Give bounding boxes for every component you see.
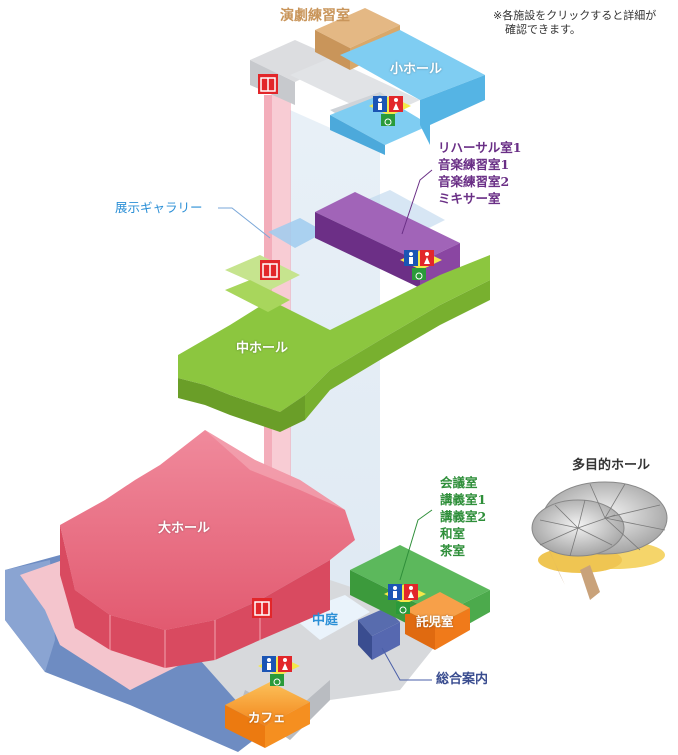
rehearsal-list: リハーサル室1 音楽練習室1 音楽練習室2 ミキサー室 bbox=[438, 140, 521, 208]
tea-room-link[interactable]: 茶室 bbox=[440, 542, 466, 558]
wheelchair-icon bbox=[396, 602, 410, 614]
leader-lines bbox=[218, 207, 271, 239]
wheelchair-icon bbox=[412, 268, 426, 280]
small-hall[interactable] bbox=[330, 30, 485, 155]
courtyard-label[interactable]: 中庭 bbox=[312, 613, 339, 628]
restroom-icon[interactable] bbox=[400, 250, 442, 280]
elevator-icon[interactable] bbox=[258, 74, 278, 94]
cafe[interactable] bbox=[225, 682, 310, 748]
instruction-line-1: ※各施設をクリックすると詳細が bbox=[493, 9, 657, 22]
lecture-room-1-link[interactable]: 講義室1 bbox=[440, 491, 487, 507]
dome-icon bbox=[531, 481, 668, 557]
large-hall-label[interactable]: 大ホール bbox=[158, 521, 211, 536]
instruction-note: ※各施設をクリックすると詳細が 確認できます。 bbox=[493, 9, 656, 38]
small-hall-label[interactable]: 小ホール bbox=[390, 62, 443, 77]
music-practice-room-2-link[interactable]: 音楽練習室2 bbox=[438, 173, 510, 189]
middle-hall-label[interactable]: 中ホール bbox=[236, 341, 289, 356]
multipurpose-hall-label[interactable]: 多目的ホール bbox=[572, 458, 651, 473]
rehearsal-block[interactable] bbox=[315, 192, 460, 288]
elevator-icon[interactable] bbox=[260, 260, 280, 280]
rehearsal-room-1-link[interactable]: リハーサル室1 bbox=[438, 140, 522, 155]
mixer-room-link[interactable]: ミキサー室 bbox=[438, 190, 501, 206]
restroom-icon[interactable] bbox=[384, 584, 426, 614]
drama-practice-room-label[interactable]: 演劇練習室 bbox=[280, 8, 350, 24]
restroom-icon[interactable] bbox=[369, 96, 411, 126]
multipurpose-hall[interactable] bbox=[531, 481, 668, 600]
wheelchair-icon bbox=[270, 674, 284, 686]
instruction-line-2: 確認できます。 bbox=[505, 23, 581, 37]
elevator-icon[interactable] bbox=[252, 598, 272, 618]
restroom-icon[interactable] bbox=[258, 656, 300, 686]
wheelchair-icon bbox=[381, 114, 395, 126]
music-practice-room-1-link[interactable]: 音楽練習室1 bbox=[438, 156, 510, 172]
info-desk-label[interactable]: 総合案内 bbox=[436, 672, 489, 687]
lecture-room-2-link[interactable]: 講義室2 bbox=[440, 508, 487, 524]
middle-hall[interactable] bbox=[178, 255, 490, 432]
japanese-room-link[interactable]: 和室 bbox=[440, 525, 466, 541]
cafe-label[interactable]: カフェ bbox=[248, 710, 286, 725]
conference-room-link[interactable]: 会議室 bbox=[440, 475, 478, 490]
nursery-room[interactable] bbox=[405, 592, 470, 650]
exhibit-gallery-label[interactable]: 展示ギャラリー bbox=[115, 200, 203, 215]
meeting-list: 会議室 講義室1 講義室2 和室 茶室 bbox=[440, 475, 486, 559]
nursery-label[interactable]: 託児室 bbox=[416, 614, 454, 629]
large-hall[interactable] bbox=[60, 430, 355, 668]
